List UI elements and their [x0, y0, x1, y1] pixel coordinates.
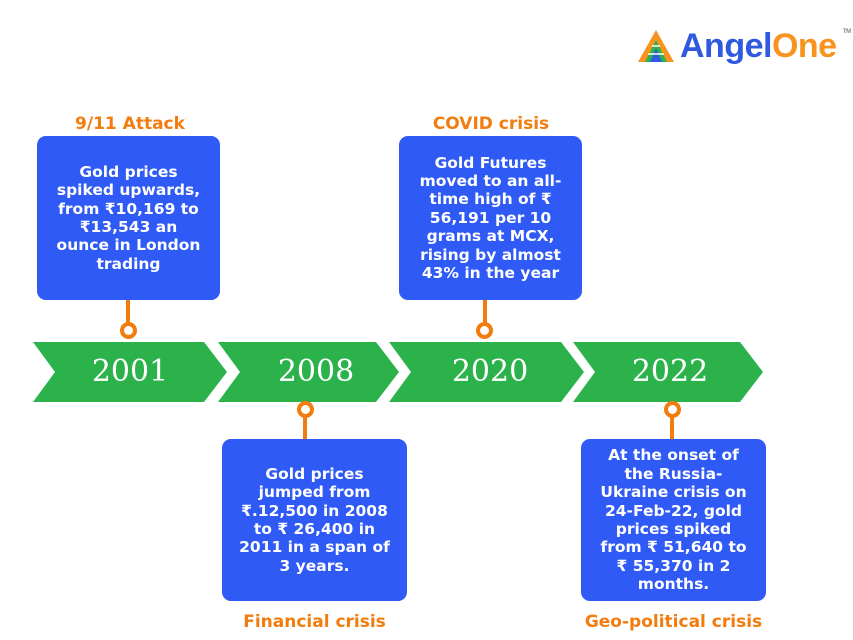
event-card-2008: Gold prices jumped from ₹.12,500 in 2008…: [222, 439, 407, 601]
event-card-2022: At the onset of the Russia-Ukraine crisi…: [581, 439, 766, 601]
event-title-2022: Geo-political crisis: [584, 612, 763, 632]
year-label-2008: 2008: [277, 354, 355, 389]
connector-stem-2008: [303, 416, 307, 440]
timeline-arrow-2022: [573, 342, 763, 402]
event-card-text-2020: Gold Futures moved to an all-time high o…: [419, 153, 562, 283]
angelone-logo: AngelOne TM: [636, 26, 851, 66]
year-label-2020: 2020: [451, 354, 529, 389]
connector-stem-2001: [126, 300, 130, 324]
logo-tm-text: TM: [842, 28, 851, 35]
logo-one-text: One: [771, 26, 837, 65]
event-card-text-2001: Gold prices spiked upwards, from ₹10,169…: [56, 162, 201, 273]
event-card-2020: Gold Futures moved to an all-time high o…: [399, 136, 582, 300]
event-title-2001: 9/11 Attack: [75, 114, 185, 134]
event-card-2001: Gold prices spiked upwards, from ₹10,169…: [37, 136, 220, 300]
connector-stem-2022: [670, 416, 674, 440]
angelone-logo-icon: [638, 30, 674, 62]
logo-wordmark: AngelOne TM: [680, 26, 851, 66]
event-card-text-2022: At the onset of the Russia-Ukraine crisi…: [600, 446, 747, 594]
year-label-2022: 2022: [631, 354, 709, 389]
connector-dot-2001: [120, 322, 137, 339]
logo-angel-text: Angel: [680, 26, 772, 65]
event-card-text-2008: Gold prices jumped from ₹.12,500 in 2008…: [239, 464, 390, 575]
event-title-2020: COVID crisis: [432, 114, 550, 134]
connector-stem-2020: [483, 300, 487, 324]
timeline-arrow-2020: [389, 342, 584, 402]
timeline-arrow-2008: [218, 342, 399, 402]
event-title-2008: Financial crisis: [243, 612, 386, 632]
timeline-arrow-2001: [33, 342, 227, 402]
connector-dot-2020: [476, 322, 493, 339]
year-label-2001: 2001: [91, 354, 169, 389]
